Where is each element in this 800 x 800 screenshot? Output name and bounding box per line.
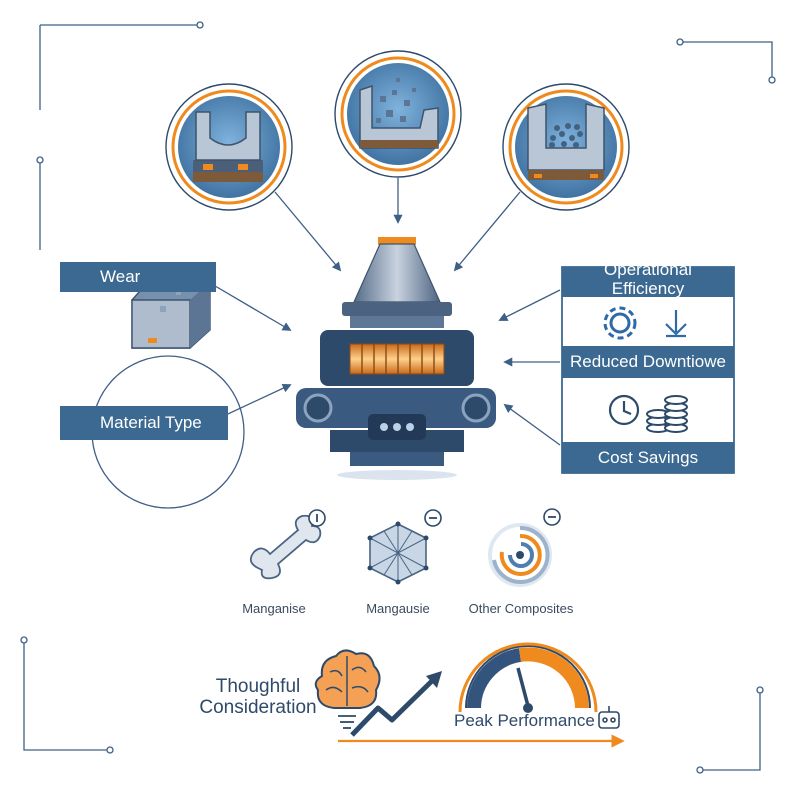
crushed-rock-icon	[334, 50, 462, 178]
thoughtful-consideration-text: Thoughful Consideration	[199, 676, 317, 718]
frame-lines	[23, 24, 773, 771]
bone-icon	[249, 514, 322, 580]
material-label-3: Other Composites	[468, 601, 574, 616]
swirl-icon	[488, 523, 552, 587]
info-badge-icon	[308, 509, 326, 527]
reduced-downtime-bar: Reduced Downtiowe	[562, 346, 734, 378]
crusher-machine-icon	[296, 237, 496, 480]
trend-arrow-icon	[350, 671, 442, 737]
robot-icon	[598, 706, 620, 729]
connector-arrows	[209, 178, 561, 446]
wear-label: Wear	[60, 262, 216, 292]
cost-savings-bar: Cost Savings	[562, 442, 734, 473]
worn-liner-icon	[165, 83, 293, 211]
operational-efficiency-title: Operational Efficiency	[604, 260, 692, 298]
frame-nodes	[20, 21, 776, 774]
material-label-1: Manganise	[242, 601, 306, 616]
material-label-2: Mangausie	[366, 601, 430, 616]
cost-savings-text: Cost Savings	[597, 447, 699, 467]
crystal-icon	[367, 521, 429, 585]
coins-icon	[646, 395, 688, 433]
reduced-downtime-text: Reduced Downtiowe	[570, 352, 726, 371]
granular-liner-icon	[502, 83, 630, 211]
gear-icon	[603, 306, 637, 340]
download-arrow-icon	[665, 310, 687, 338]
wear-liner-icon	[131, 268, 214, 349]
gauge-icon	[458, 642, 598, 713]
minus-badge-icon	[424, 509, 442, 527]
material-type-text: Material Type	[100, 413, 202, 432]
clock-icon	[608, 394, 640, 426]
minus-badge-icon-2	[543, 508, 561, 526]
material-type-label: Material Type	[60, 406, 228, 440]
peak-performance-text: Peak Performance	[454, 711, 595, 730]
wear-text: Wear	[100, 267, 141, 286]
brain-icon	[314, 649, 381, 729]
